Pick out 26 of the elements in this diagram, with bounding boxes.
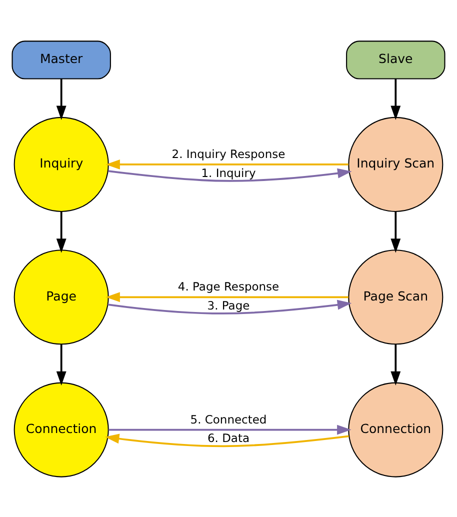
edge-label: 5. Connected — [190, 412, 267, 426]
arrow — [390, 78, 401, 120]
arrow — [390, 211, 401, 252]
edge-label: 6. Data — [207, 430, 250, 445]
arrow — [56, 211, 66, 252]
node-box: Master — [12, 40, 111, 79]
arrow — [108, 299, 352, 314]
arrow — [104, 433, 349, 447]
node-circle: Page Scan — [348, 249, 444, 344]
edge-label: 1. Inquiry — [201, 165, 256, 180]
node-box: Slave — [346, 40, 446, 79]
node-circle: Connection — [14, 382, 109, 477]
arrow — [106, 292, 348, 302]
node-circle: Inquiry Scan — [348, 116, 444, 212]
arrow — [108, 424, 352, 434]
arrow — [56, 78, 66, 120]
arrow — [390, 344, 401, 386]
node-circle: Connection — [348, 382, 444, 477]
node-circle: Page — [14, 249, 109, 344]
edge-label: 3. Page — [207, 298, 250, 312]
edge-label: 4. Page Response — [178, 279, 280, 294]
edge-label: 2. Inquiry Response — [172, 146, 286, 160]
arrow — [108, 168, 352, 182]
arrow — [56, 344, 66, 386]
node-circle: Inquiry — [14, 116, 109, 212]
arrow — [106, 158, 348, 169]
